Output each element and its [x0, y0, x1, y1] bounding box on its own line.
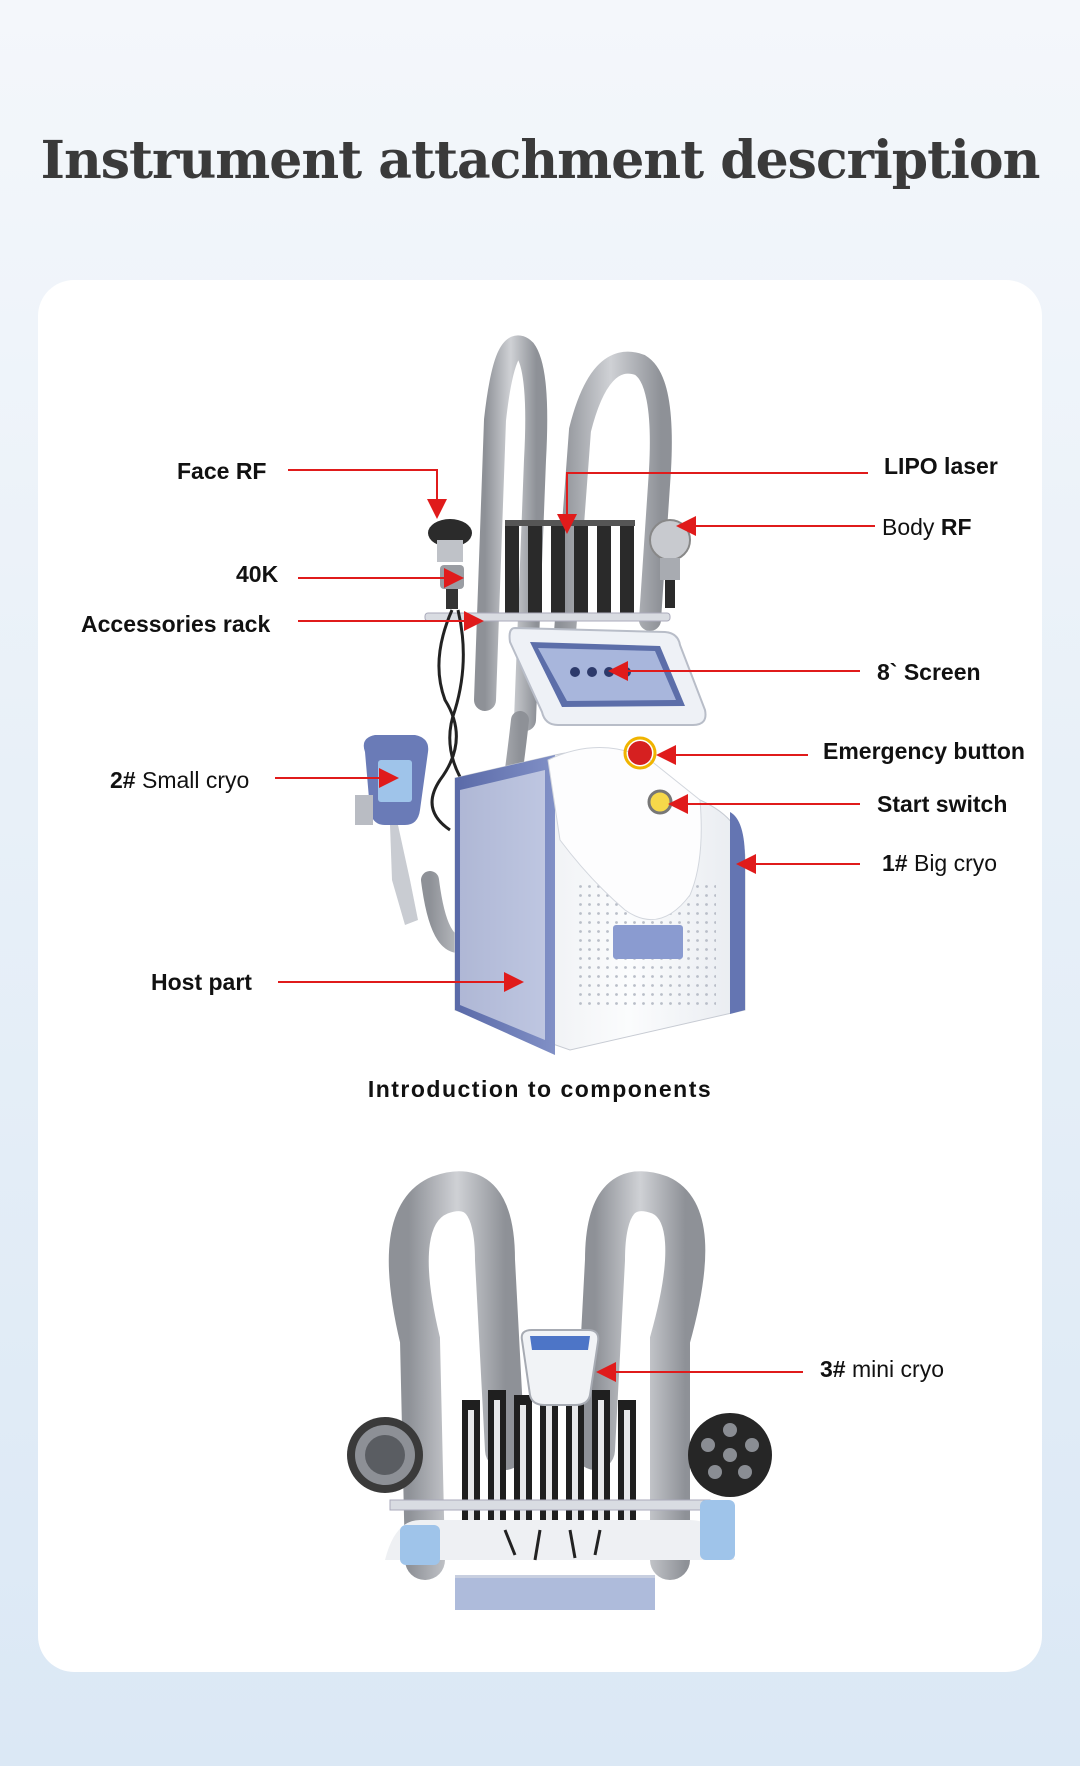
label-small-cryo: 2# Small cryo	[110, 767, 249, 794]
components-caption: Introduction to components	[367, 1076, 713, 1102]
label-big-cryo: 1# Big cryo	[882, 850, 997, 877]
small-cryo-number: 2#	[110, 767, 136, 793]
page-title: Instrument attachment description	[40, 130, 1041, 191]
big-cryo-text: Big cryo	[907, 850, 998, 876]
label-40k: 40K	[236, 561, 279, 587]
face-rf-arrow-icon	[288, 469, 447, 519]
big-cryo-number: 1#	[882, 850, 908, 876]
label-face-rf: Face RF	[177, 458, 267, 484]
label-start-switch: Start switch	[877, 791, 1008, 817]
lipo-laser-arrow-icon	[557, 472, 868, 534]
annotation-arrows	[275, 469, 875, 1382]
label-lipo-laser: LIPO laser	[884, 453, 998, 479]
body-rf-text: Body	[882, 514, 941, 540]
label-body-rf: Body RF	[882, 514, 972, 541]
main-device-image	[355, 335, 746, 1055]
label-emergency-button: Emergency button	[823, 738, 1025, 764]
mini-cryo-device-image	[347, 1171, 772, 1610]
mini-cryo-text: mini cryo	[845, 1356, 944, 1382]
label-mini-cryo: 3# mini cryo	[820, 1356, 944, 1383]
label-host-part: Host part	[151, 969, 252, 995]
label-accessories-rack: Accessories rack	[81, 611, 271, 637]
small-cryo-text: Small cryo	[135, 767, 250, 793]
label-screen: 8` Screen	[877, 659, 981, 685]
body-rf-bold: RF	[940, 514, 972, 540]
mini-cryo-number: 3#	[820, 1356, 846, 1382]
